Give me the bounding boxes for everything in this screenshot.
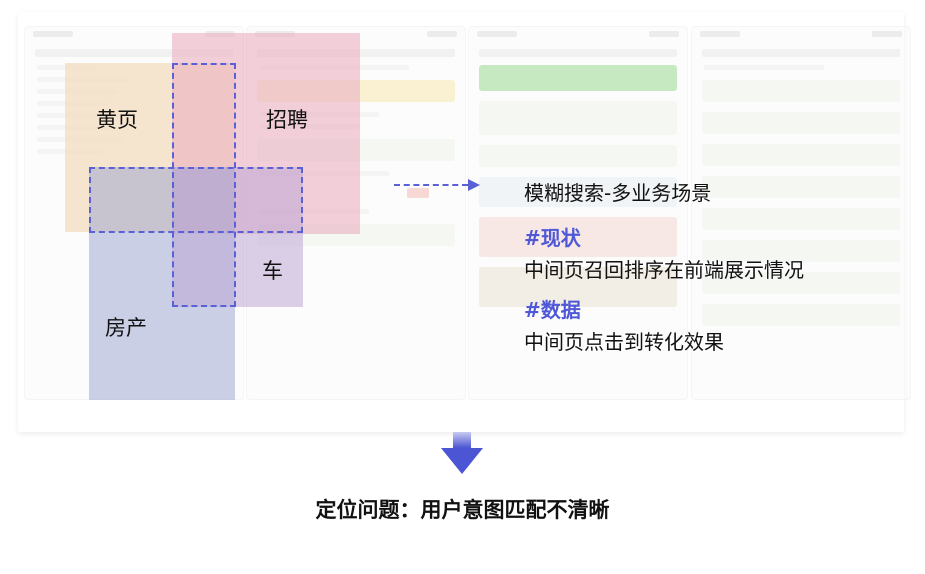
- dashed-arrow-line: [394, 184, 468, 186]
- phone-screenshot-4: [691, 26, 911, 400]
- arrow-right-icon: [468, 179, 480, 191]
- problem-statement: 定位问题：用户意图匹配不清晰: [315, 498, 610, 522]
- label-recruitment: 招聘: [266, 108, 308, 132]
- status-description: 中间页召回排序在前端展示情况: [524, 258, 804, 282]
- data-tag: #数据: [524, 298, 581, 322]
- car-region: [172, 167, 303, 307]
- label-yellow-pages: 黄页: [96, 108, 138, 132]
- label-real-estate: 房产: [105, 316, 147, 340]
- status-tag: #现状: [524, 226, 581, 250]
- down-arrow-icon: [441, 432, 483, 474]
- phone-screenshot-3: [468, 26, 688, 400]
- overlap-dashed-horizontal: [89, 167, 303, 233]
- overlap-dashed-vertical: [172, 63, 236, 307]
- fuzzy-search-heading: 模糊搜索-多业务场景: [524, 181, 712, 205]
- data-description: 中间页点击到转化效果: [524, 330, 724, 354]
- label-car: 车: [262, 259, 283, 283]
